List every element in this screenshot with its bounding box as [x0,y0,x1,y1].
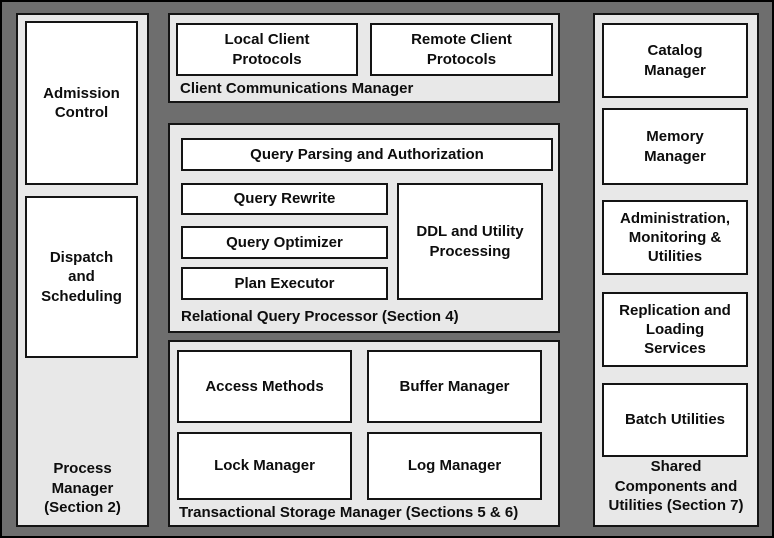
box-remote-client-protocols: Remote Client Protocols [370,23,553,76]
box-query-rewrite: Query Rewrite [181,183,388,215]
box-administration-monitoring-utilities: Administration, Monitoring & Utilities [602,200,748,275]
box-replication-and-loading-services: Replication and Loading Services [602,292,748,367]
panel-client-communications-manager: Local Client Protocols Remote Client Pro… [168,13,560,103]
panel-process-manager: Admission Control Dispatch and Schedulin… [16,13,149,527]
box-plan-executor: Plan Executor [181,267,388,300]
box-dispatch-and-scheduling: Dispatch and Scheduling [25,196,138,358]
box-query-parsing-and-authorization: Query Parsing and Authorization [181,138,553,171]
box-query-optimizer: Query Optimizer [181,226,388,259]
box-admission-control: Admission Control [25,21,138,185]
panel-transactional-storage-manager: Access Methods Buffer Manager Lock Manag… [168,340,560,527]
box-log-manager: Log Manager [367,432,542,500]
panel-label-shared-components-and-utilities: Shared Components and Utilities (Section… [608,458,744,514]
panel-relational-query-processor: Query Parsing and Authorization Query Re… [168,123,560,333]
box-buffer-manager: Buffer Manager [367,350,542,423]
panel-label-process-manager: Process Manager (Section 2) [44,460,121,516]
box-catalog-manager: Catalog Manager [602,23,748,98]
panel-label-relational-query-processor: Relational Query Processor (Section 4) [181,307,459,325]
box-memory-manager: Memory Manager [602,108,748,185]
box-access-methods: Access Methods [177,350,352,423]
box-lock-manager: Lock Manager [177,432,352,500]
panel-label-transactional-storage-manager: Transactional Storage Manager (Sections … [179,503,519,521]
box-ddl-and-utility-processing: DDL and Utility Processing [397,183,543,300]
box-batch-utilities: Batch Utilities [602,383,748,457]
box-local-client-protocols: Local Client Protocols [176,23,358,76]
panel-shared-components-and-utilities: Catalog Manager Memory Manager Administr… [593,13,759,527]
panel-label-client-communications-manager: Client Communications Manager [180,79,414,97]
